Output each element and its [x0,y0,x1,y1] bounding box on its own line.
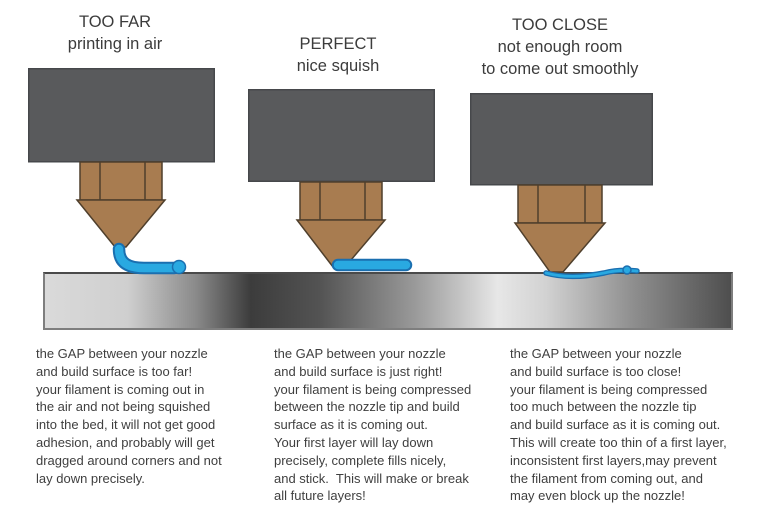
nozzle-illustration-too-far [28,68,215,275]
filament-end-blob [622,265,632,275]
nozzle-cone [513,222,607,273]
panel-title-too-close: TOO CLOSE not enough room to come out sm… [481,16,639,78]
filament-end-blob [171,259,187,275]
nozzle-illustration-too-close [470,93,653,280]
heater-block [28,68,215,163]
panel-title-too-far: TOO FAR printing in air [67,13,163,53]
nozzle-barrel [79,161,163,201]
nozzle-barrel [517,184,603,224]
nozzle-illustration-perfect [248,89,435,272]
heater-block [470,93,653,186]
filament-strand [114,244,179,273]
panel-description-too-close: the GAP between your nozzle and build su… [510,346,727,504]
nozzle-barrel [299,181,383,221]
panel-title-perfect: PERFECT nice squish [296,35,380,75]
panel-description-too-far: the GAP between your nozzle and build su… [36,346,222,486]
build-surface-bar [43,272,733,330]
heater-block [248,89,435,182]
nozzle-cone [75,199,167,248]
panel-description-perfect: the GAP between your nozzle and build su… [274,346,472,504]
